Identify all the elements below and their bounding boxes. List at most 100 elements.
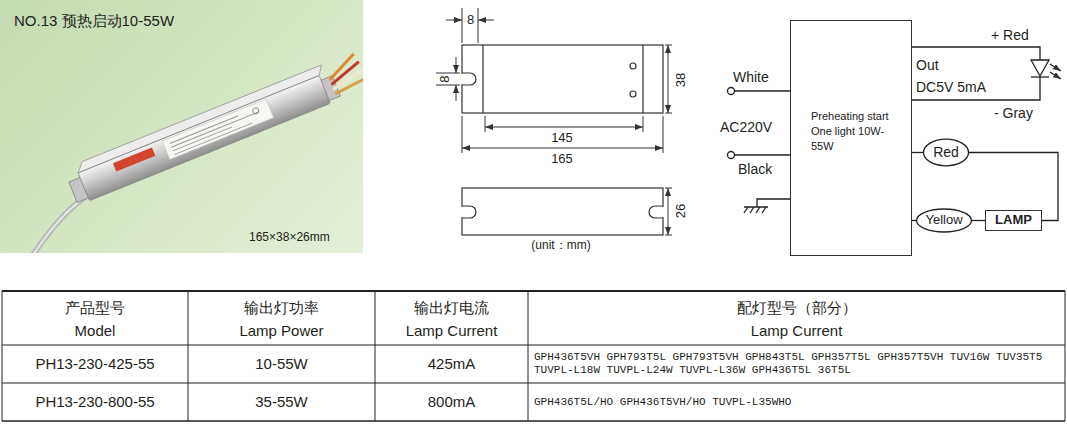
wire-color: Yellow — [925, 213, 962, 228]
dimension-lines-part — [446, 20, 462, 21]
wiring-part — [912, 77, 1040, 100]
lamp-label: LAMP — [995, 213, 1032, 228]
side-view-part — [662, 207, 665, 217]
table-grid-part — [2, 291, 3, 421]
table-header: Lamp Power — [188, 321, 375, 341]
table-cell: 425mA — [375, 345, 528, 383]
dimension-lines-part — [485, 127, 643, 128]
table-header: Model — [2, 321, 188, 341]
wire-oval: Red — [923, 138, 969, 167]
top-view-part — [630, 91, 636, 97]
ballast-photo-part-part — [170, 108, 262, 154]
table-grid-part — [2, 420, 1065, 422]
table-header: 产品型号 — [2, 298, 188, 318]
wire-connector — [912, 220, 916, 221]
table-cell: GPH436T5VH GPH793T5L GPH793T5VH GPH843T5… — [528, 345, 1065, 383]
wiring-part — [1031, 60, 1049, 76]
table-cell: PH13-230-425-55 — [2, 345, 188, 383]
dimension-lines-part — [456, 85, 457, 101]
dimension-label: 38 — [673, 69, 689, 91]
photo-panel: NO.13 预热启动10-55W 165×38×26mm — [0, 0, 363, 253]
ballast-photo — [0, 0, 363, 253]
table-cell: GPH436T5L/HO GPH436T5VH/HO TUVPL-L35WHO — [528, 383, 1065, 421]
top-view-part — [642, 45, 643, 113]
dimension-lines-part — [478, 20, 494, 21]
unit-note: (unit：mm) — [515, 238, 607, 254]
ballast-photo-part — [0, 51, 363, 253]
table-header: 配灯型号（部分） — [528, 298, 1065, 318]
table-grid — [2, 291, 1065, 421]
table-header: Lamp Current — [528, 321, 1065, 341]
signal-label: DC5V 5mA — [916, 79, 986, 95]
dimension-lines-part — [663, 116, 664, 153]
dimension-lines-part — [478, 8, 479, 43]
ballast-photo-part-part — [252, 107, 260, 115]
top-view — [462, 45, 663, 113]
wiring-part — [1050, 72, 1061, 79]
side-view — [462, 188, 663, 235]
dimension-label: 8 — [462, 12, 479, 28]
top-view-part — [462, 45, 663, 113]
dimension-lines-part — [668, 188, 669, 235]
table-cell: 35-55W — [188, 383, 375, 421]
table-grid-part — [188, 291, 189, 421]
wire-oval: Yellow — [916, 208, 972, 233]
dimension-lines-part — [668, 45, 669, 113]
wiring-part — [728, 152, 735, 159]
wire-color: Red — [933, 144, 959, 160]
dimension-lines-part — [462, 8, 463, 43]
side-view-part — [649, 206, 663, 218]
ballast-photo-part-part — [113, 147, 155, 171]
wire-label: - Gray — [994, 105, 1033, 121]
table-grid-part — [1065, 291, 1066, 421]
table-grid-part — [2, 383, 1065, 384]
wire-connector — [972, 220, 985, 221]
ballast-photo-part-part — [334, 79, 363, 94]
wire-label: White — [733, 69, 769, 85]
side-view-part — [462, 206, 476, 218]
dimension-label: 145 — [540, 130, 584, 146]
top-view-part — [461, 74, 464, 84]
dimension-label: 165 — [540, 151, 584, 167]
lamp-box: LAMP — [985, 210, 1042, 231]
wire-label: Black — [738, 161, 772, 177]
dimension-label: 26 — [673, 200, 689, 222]
table-cell: 10-55W — [188, 345, 375, 383]
top-view-part — [482, 45, 483, 113]
ballast-photo-part-part — [4, 197, 103, 253]
size-label: 165×38×26mm — [249, 231, 330, 245]
oval-shape — [917, 209, 972, 232]
box-label: Preheating start One light 10W-55W — [811, 109, 893, 154]
wire-connector — [912, 152, 923, 153]
signal-label: Out — [916, 57, 939, 73]
dimension-lines-part — [462, 116, 463, 153]
dimension-lines-part — [462, 148, 663, 149]
signal-label: AC220V — [720, 119, 772, 135]
table-grid-part — [2, 345, 1065, 346]
side-view-part — [462, 188, 663, 235]
wiring-part — [735, 154, 791, 155]
table-header: 输出灯电流 — [375, 298, 528, 318]
table-header: 输出灯功率 — [188, 298, 375, 318]
table-grid-part — [528, 291, 529, 421]
wire-label: + Red — [991, 27, 1029, 43]
wiring-part — [1050, 64, 1061, 71]
top-view-part — [462, 73, 476, 85]
wiring-part — [744, 207, 768, 213]
table-cell: 800mA — [375, 383, 528, 421]
table-grid-part — [375, 291, 376, 421]
ballast-box: Preheating start One light 10W-55W — [790, 20, 912, 256]
oval-shape — [923, 139, 968, 166]
dimension-label: 8 — [437, 71, 453, 87]
ballast-photo-part-part — [162, 99, 273, 159]
dimension-lines — [436, 8, 672, 235]
wiring-part — [757, 199, 790, 207]
ballast-photo-part-part — [78, 76, 330, 201]
table-cell: PH13-230-800-55 — [2, 383, 188, 421]
dimension-lines-part — [643, 116, 644, 132]
dimension-lines-part — [485, 116, 486, 132]
table-header: Lamp Current — [375, 321, 528, 341]
top-view-part — [630, 63, 636, 69]
panel-title: NO.13 预热启动10-55W — [14, 12, 174, 29]
